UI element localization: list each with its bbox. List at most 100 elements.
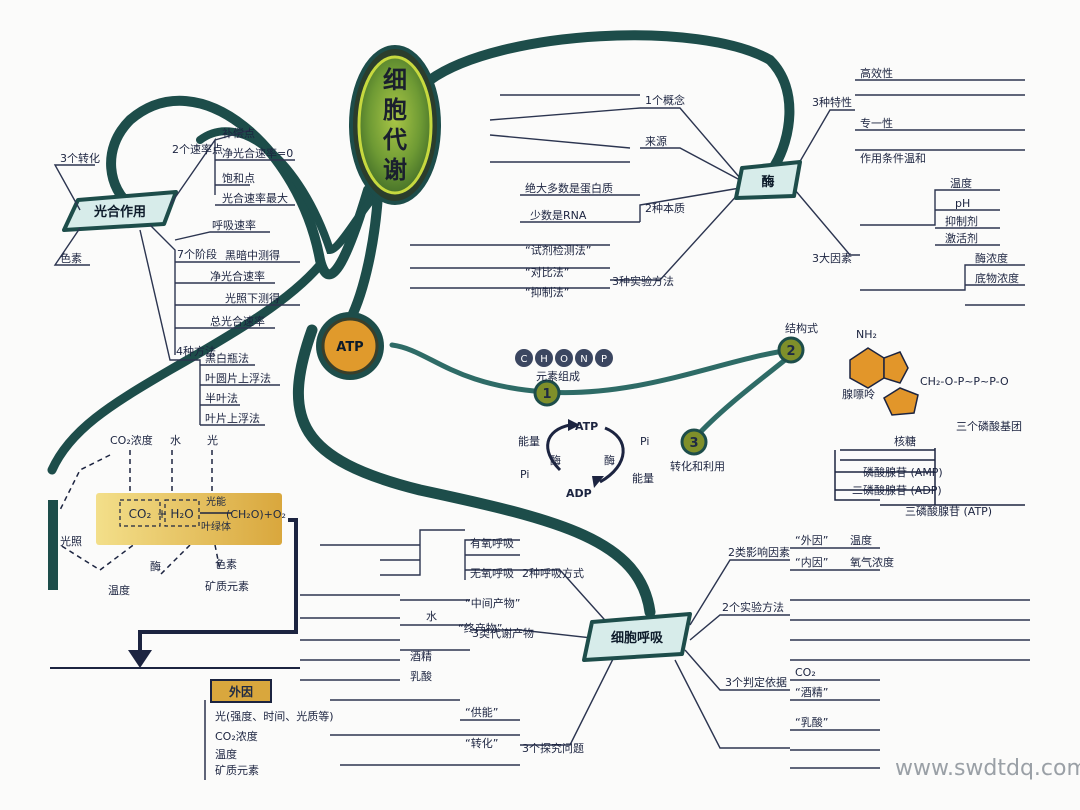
guanghe-section: 光合作用 3个转化 2个速率点 补偿点 净光合速率=0 饱和点 光合速率最大 7… <box>48 126 334 780</box>
marker-3-num: 3 <box>689 436 698 451</box>
mei-leaf-1: 少数是RNA <box>530 209 587 222</box>
mei-branch-1: 2种本质 <box>645 201 685 215</box>
mol-legend-2: 三磷酸腺苷 (ATP) <box>905 504 992 518</box>
branch-to-huxi <box>292 324 656 618</box>
mei-node[interactable]: 酶 <box>734 160 802 200</box>
gh-bhd: 饱和点 <box>222 171 255 185</box>
watermark: www.swdtdq.com <box>895 756 1080 781</box>
elem-h: H <box>540 354 548 365</box>
outer-item-2: 温度 <box>215 747 237 761</box>
mei-branch-4: 3种实验方法 <box>612 274 674 288</box>
hx-branch-1: 3类代谢产物 <box>472 626 534 640</box>
mei-branch-0: 1个概念 <box>645 93 685 107</box>
cycle-atp: ATP <box>575 420 598 433</box>
gh-leaf-3: 黑暗中测得 <box>225 248 280 262</box>
huxi-section: 细胞呼吸 2种呼吸方式 有氧呼吸 无氧呼吸 3类代谢产物 “中间产物” “终产物… <box>300 529 1030 769</box>
factor-light: 光照 <box>60 534 82 548</box>
hx-leaf-lac2: “乳酸” <box>795 715 828 729</box>
outer-title: 外因 <box>229 684 253 699</box>
outer-factor-box: 外因 光(强度、时间、光质等) CO₂浓度 温度 矿质元素 <box>204 679 334 780</box>
atp-molecule: NH₂ 腺嘌呤 核糖 CH₂-O-P~P~P-O 三个磷酸基团 一磷酸腺苷 (A… <box>834 328 1025 518</box>
guanghe-node[interactable]: 光合作用 <box>62 190 178 232</box>
gh-bcd: 补偿点 <box>222 126 255 140</box>
atp-application-label: 转化和利用 <box>670 459 725 473</box>
branch-to-mei <box>425 30 795 170</box>
center-char-2: 胞 <box>383 96 407 124</box>
cycle-pi-r: Pi <box>640 435 649 448</box>
gh-branch-2sl: 2个速率点 <box>172 142 223 156</box>
main-branches <box>47 30 795 618</box>
mol-legend-1: 二磷酸腺苷 (ADP) <box>852 483 942 497</box>
factor-temp: 温度 <box>108 583 130 597</box>
eq-co2: CO₂ <box>129 507 152 521</box>
mol-chain: CH₂-O-P~P~P-O <box>920 375 1009 388</box>
mol-adenine: 腺嘌呤 <box>842 387 875 401</box>
gh-leaf-7: 黑白瓶法 <box>205 351 249 365</box>
hx-branch-3: 2类影响因素 <box>728 545 790 559</box>
marker-1: 1 <box>533 379 561 407</box>
hx-leaf-0: 有氧呼吸 <box>470 536 514 550</box>
factor-pigment: 色素 <box>215 557 237 571</box>
cycle-pi-l: Pi <box>520 468 529 481</box>
atp-node[interactable]: ATP <box>316 312 384 380</box>
huxi-label: 细胞呼吸 <box>611 630 664 646</box>
mei-leaf-5: 温度 <box>950 176 972 190</box>
gh-leaf-0: 净光合速率=0 <box>222 146 293 160</box>
hx-leaf-outer: “外因” <box>795 534 828 547</box>
hx-leaf-alc: 酒精 <box>410 650 432 663</box>
mol-nh2: NH₂ <box>856 328 877 341</box>
elem-o: O <box>560 354 568 365</box>
gh-leaf-9: 半叶法 <box>205 391 238 405</box>
gh-branch-7jd: 7个阶段 <box>177 247 217 261</box>
eq-plus: + <box>157 507 167 521</box>
marker-2: 2 <box>777 336 805 364</box>
mei-section: 酶 1个概念 来源 2种本质 绝大多数是蛋白质 少数是RNA 3种实验方法 “试… <box>410 66 1025 306</box>
eq-product: (CH₂O)+O₂ <box>226 508 286 521</box>
hx-branch-0: 2种呼吸方式 <box>522 566 584 580</box>
mol-legend-0: 一磷酸腺苷 (AMP) <box>852 465 943 479</box>
marker-1-num: 1 <box>542 387 551 402</box>
guanghe-label: 光合作用 <box>93 204 146 220</box>
hx-branch-5: 3个判定依据 <box>725 675 787 689</box>
hx-leaf-lac: 乳酸 <box>410 669 432 683</box>
center-char-1: 细 <box>383 66 407 94</box>
hx-leaf-2: “中间产物” <box>465 596 520 610</box>
hx-leaf-co2: CO₂ <box>795 666 816 679</box>
hx-branch-4: 2个实验方法 <box>722 600 784 614</box>
cycle-enzyme-l: 酶 <box>550 454 561 467</box>
hx-leaf-alc2: “酒精” <box>795 686 828 699</box>
elem-n: N <box>580 354 587 365</box>
hx-leaf-1: 无氧呼吸 <box>470 566 514 580</box>
center-char-3: 代 <box>382 126 407 154</box>
cycle-adp: ADP <box>566 487 592 500</box>
marker-3: 3 <box>680 428 708 456</box>
cycle-energy-l: 能量 <box>518 434 540 448</box>
factor-mineral: 矿质元素 <box>205 580 249 593</box>
input-co2: CO₂浓度 <box>110 433 153 447</box>
gh-pigment: 色素 <box>60 251 82 265</box>
mei-branch-1-concept: 来源 <box>645 134 667 148</box>
hx-leaf-temp: 温度 <box>850 533 872 547</box>
mei-leaf-4: 作用条件温和 <box>860 151 926 165</box>
gh-leaf-6: 总光合速率 <box>210 314 265 328</box>
elem-c: C <box>521 354 528 365</box>
huxi-node[interactable]: 细胞呼吸 <box>582 612 692 662</box>
gh-leaf-8: 叶圆片上浮法 <box>205 371 271 385</box>
hx-leaf-o2: 氧气浓度 <box>850 555 894 569</box>
cycle-enzyme-r: 酶 <box>604 454 615 467</box>
atp-adp-cycle: ATP ADP 酶 酶 能量 Pi Pi 能量 <box>518 419 654 500</box>
mei-leaf-0: 绝大多数是蛋白质 <box>525 181 613 195</box>
elements-label: 元素组成 <box>536 369 580 383</box>
mol-triphosphate: 三个磷酸基团 <box>956 419 1022 433</box>
mei-method-0: “试剂检测法” <box>525 243 591 257</box>
branch-to-atp <box>345 190 383 325</box>
gh-leaf-1: 光合速率最大 <box>222 191 288 205</box>
equation-box: CO₂ + H₂O 光能 叶绿体 (CH₂O)+O₂ <box>96 493 286 545</box>
input-water: 水 <box>170 434 181 447</box>
mei-leaf-10: 底物浓度 <box>975 271 1019 285</box>
element-beads: C H O N P 元素组成 <box>515 349 613 383</box>
marker-2-num: 2 <box>786 344 795 359</box>
gh-leaf-10: 叶片上浮法 <box>205 411 260 425</box>
